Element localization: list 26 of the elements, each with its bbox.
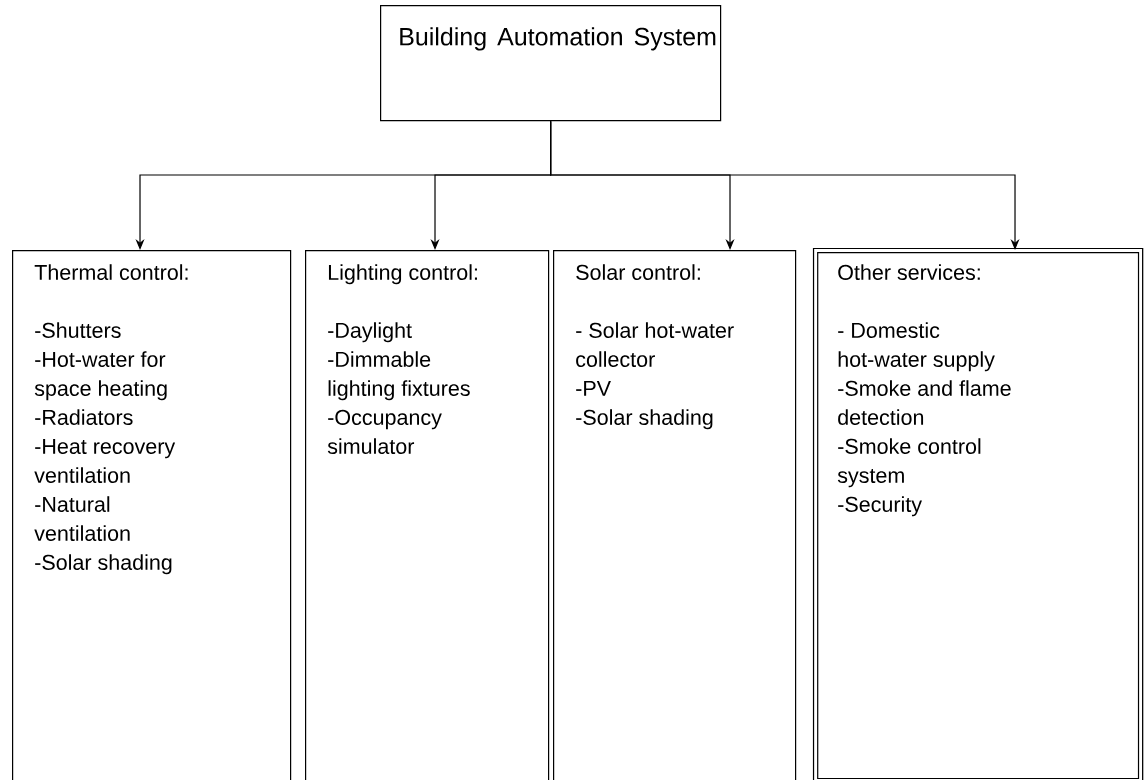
list-item: -Solar shading (35, 554, 172, 575)
list-item: -Heat recovery ventilation (34, 439, 176, 483)
box-heading: Other services: (838, 264, 980, 280)
list-item: -Smoke and flame detection (838, 380, 1011, 425)
title-box (380, 5, 722, 122)
list-item: -Hot-water for space heating (34, 351, 167, 401)
list-item: - Domestic hot-water supply (838, 322, 995, 372)
list-item: -Radiators (35, 409, 133, 425)
list-item: -Shutters (35, 322, 121, 338)
box-heading: Thermal control: (34, 264, 188, 280)
category-box (812, 247, 1144, 780)
list-item: - Solar hot-water collector (576, 322, 734, 367)
list-item: -Occupancy simulator (327, 409, 442, 454)
list-item: -PV (576, 381, 611, 396)
box-heading: Lighting control: (328, 264, 477, 285)
list-item: -Security (838, 496, 922, 517)
category-box (305, 250, 550, 780)
list-item: -Solar shading (576, 409, 713, 430)
list-item: -Dimmable lighting fixtures (328, 351, 470, 401)
title-text: Building Automation System (400, 27, 716, 51)
category-box (12, 250, 292, 780)
list-item: -Natural ventilation (34, 496, 130, 541)
category-box (553, 250, 797, 780)
list-item: -Smoke control system (837, 438, 981, 488)
box-heading: Solar control: (576, 264, 700, 280)
list-item: -Daylight (328, 322, 412, 343)
